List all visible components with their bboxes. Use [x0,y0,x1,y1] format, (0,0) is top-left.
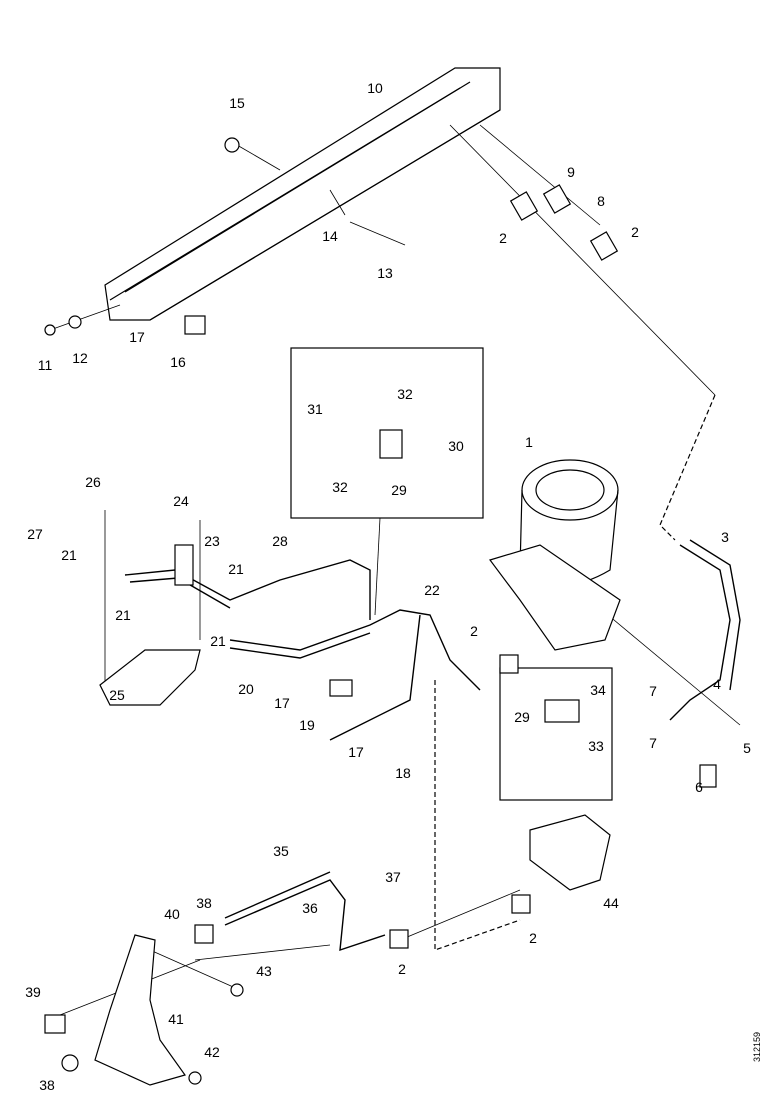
part-label-26: 26 [85,474,101,490]
part-label-44: 44 [603,895,619,911]
part-label-32: 32 [397,386,413,402]
part-label-20: 20 [238,681,254,697]
part-label-23: 23 [204,533,220,549]
bracket-part-41 [94,934,186,1086]
part-label-37: 37 [385,869,401,885]
part-label-43: 43 [256,963,272,979]
part-label-38: 38 [39,1077,55,1093]
part-label-21: 21 [228,561,244,577]
part-label-42: 42 [204,1044,220,1060]
part-label-22: 22 [424,582,440,598]
valve-part-44 [529,814,611,891]
part-label-13: 13 [377,265,393,281]
pump-part-1 [489,459,621,651]
part-label-21: 21 [115,607,131,623]
part-label-39: 39 [25,984,41,1000]
part-label-7: 7 [649,683,657,699]
part-label-29: 29 [514,709,530,725]
dashed-connection-lines [434,394,716,951]
part-label-16: 16 [170,354,186,370]
part-label-18: 18 [395,765,411,781]
part-label-2: 2 [398,961,406,977]
part-label-17: 17 [348,744,364,760]
inset-box-clamp [499,667,613,801]
plate-part-25 [99,649,201,706]
part-label-17: 17 [274,695,290,711]
part-label-2: 2 [529,930,537,946]
part-label-21: 21 [61,547,77,563]
fuel-rail-part-10 [104,67,501,321]
part-label-3: 3 [721,529,729,545]
part-label-11: 11 [37,357,53,373]
part-label-17: 17 [129,329,145,345]
part-label-10: 10 [367,80,383,96]
part-label-2: 2 [499,230,507,246]
fittings [44,137,717,1085]
part-label-5: 5 [743,740,751,756]
part-label-34: 34 [590,682,606,698]
part-label-2: 2 [631,224,639,240]
part-label-9: 9 [567,164,575,180]
inset-box-bracket [290,347,484,519]
part-label-41: 41 [168,1011,184,1027]
part-label-15: 15 [229,95,245,111]
part-label-25: 25 [109,687,125,703]
drawing-code: 312159 [752,1031,762,1062]
part-label-40: 40 [164,906,180,922]
part-label-29: 29 [391,482,407,498]
part-label-14: 14 [322,228,338,244]
part-label-1: 1 [525,434,533,450]
part-label-31: 31 [307,401,323,417]
part-label-7: 7 [649,735,657,751]
part-label-6: 6 [695,779,703,795]
part-label-27: 27 [27,526,43,542]
part-label-32: 32 [332,479,348,495]
part-label-12: 12 [72,350,88,366]
part-label-21: 21 [210,633,226,649]
part-label-36: 36 [302,900,318,916]
part-label-24: 24 [173,493,189,509]
part-label-38: 38 [196,895,212,911]
part-label-2: 2 [470,623,478,639]
part-label-35: 35 [273,843,289,859]
part-label-30: 30 [448,438,464,454]
pipes [124,539,741,952]
part-label-4: 4 [713,676,721,692]
part-label-33: 33 [588,738,604,754]
part-label-19: 19 [299,717,315,733]
part-label-28: 28 [272,533,288,549]
part-label-8: 8 [597,193,605,209]
